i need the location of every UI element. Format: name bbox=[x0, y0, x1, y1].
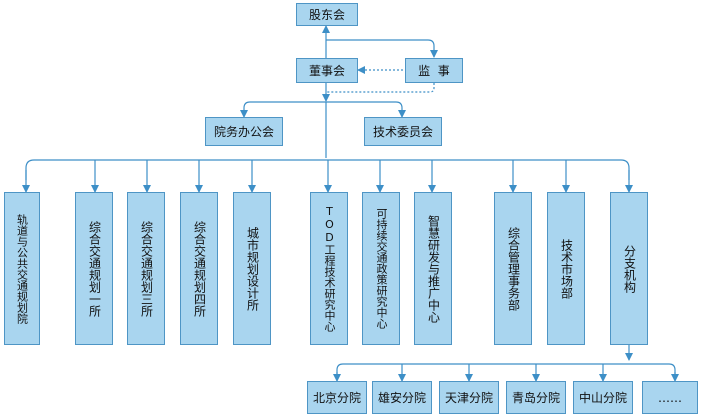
department-label: 智慧研发与推广中心 bbox=[426, 214, 441, 323]
department-node: 轨道与公共交通规划院 bbox=[4, 192, 40, 345]
branch-label: 天津分院 bbox=[444, 391, 493, 405]
branch-label: 中山分院 bbox=[578, 391, 627, 405]
branch-node: …… bbox=[642, 381, 698, 414]
tech-committee-node: 技术委员会 bbox=[364, 117, 442, 146]
department-node: TOD工程技术研究中心 bbox=[310, 192, 348, 345]
office-label: 院务办公会 bbox=[213, 125, 274, 139]
branch-node: 雄安分院 bbox=[372, 381, 432, 414]
department-label: 轨道与公共交通规划院 bbox=[15, 213, 29, 324]
department-label: TOD工程技术研究中心 bbox=[323, 205, 336, 332]
supervisor-label: 监 事 bbox=[418, 64, 450, 78]
board-node: 董事会 bbox=[296, 58, 358, 83]
department-label: 综合交通规划一所 bbox=[87, 220, 102, 317]
department-node: 综合交通规划四所 bbox=[180, 192, 218, 345]
branch-label: 雄安分院 bbox=[377, 391, 426, 405]
branch-label: 青岛分院 bbox=[511, 391, 560, 405]
branch-label: 北京分院 bbox=[312, 391, 361, 405]
department-label: 技术市场部 bbox=[559, 238, 574, 299]
supervisor-node: 监 事 bbox=[405, 58, 463, 83]
shareholders-node: 股东会 bbox=[296, 3, 358, 26]
department-node: 综合交通规划一所 bbox=[75, 192, 113, 345]
department-node: 城市规划设计所 bbox=[233, 192, 271, 345]
department-node: 可持续交通政策研究中心 bbox=[362, 192, 400, 345]
department-label: 分支机构 bbox=[622, 244, 637, 293]
department-label: 综合交通规划三所 bbox=[139, 220, 154, 317]
department-node: 综合交通规划三所 bbox=[127, 192, 165, 345]
department-label: 综合管理事务部 bbox=[506, 226, 521, 311]
office-node: 院务办公会 bbox=[205, 117, 283, 146]
department-node: 智慧研发与推广中心 bbox=[414, 192, 452, 345]
department-label: 城市规划设计所 bbox=[245, 226, 260, 311]
branch-node: 中山分院 bbox=[573, 381, 633, 414]
branch-label: …… bbox=[658, 390, 682, 405]
department-label: 综合交通规划四所 bbox=[192, 220, 207, 317]
department-node: 技术市场部 bbox=[547, 192, 585, 345]
tech-committee-label: 技术委员会 bbox=[372, 125, 433, 139]
branch-node: 天津分院 bbox=[439, 381, 499, 414]
board-label: 董事会 bbox=[308, 64, 345, 78]
branch-node: 青岛分院 bbox=[506, 381, 566, 414]
department-label: 可持续交通政策研究中心 bbox=[375, 208, 388, 329]
department-node: 综合管理事务部 bbox=[494, 192, 532, 345]
department-node: 分支机构 bbox=[610, 192, 648, 345]
branch-node: 北京分院 bbox=[307, 381, 367, 414]
shareholders-label: 股东会 bbox=[308, 8, 345, 22]
